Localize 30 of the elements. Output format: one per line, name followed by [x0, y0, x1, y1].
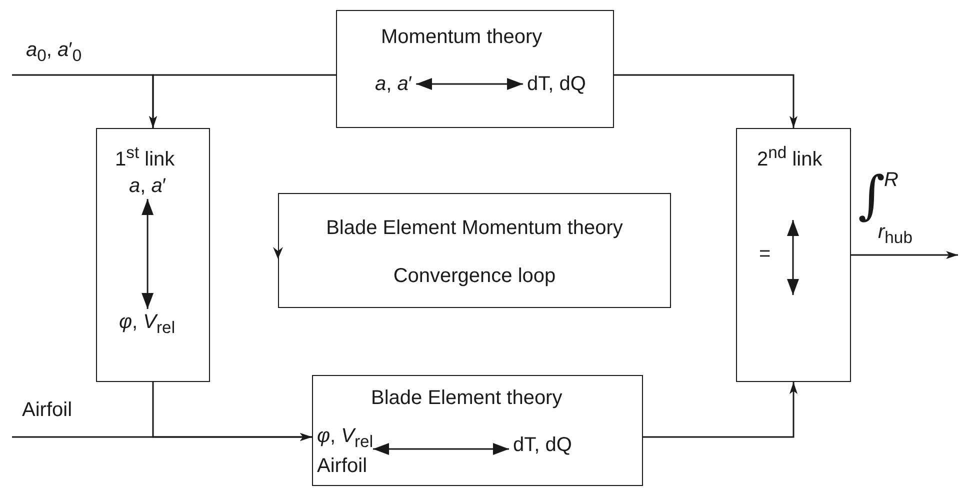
process-box	[336, 10, 614, 128]
box-text: =	[759, 242, 771, 266]
double-arrow	[142, 199, 154, 309]
box-title: Blade Element theory	[371, 386, 562, 410]
process-box	[96, 128, 210, 382]
integral-limit: r$_{hub}$	[878, 222, 912, 247]
double-arrow	[373, 443, 509, 455]
box-title: 1$^{st}$ link	[115, 142, 175, 172]
math-label: φ, V$_{rel}$	[317, 424, 374, 453]
box-title: Momentum theory	[381, 25, 542, 49]
arrow	[643, 382, 798, 438]
math-label: Airfoil	[317, 454, 368, 478]
process-box	[278, 193, 671, 308]
math-label: dT, dQ	[523, 71, 590, 97]
math-label: φ, V$_{rel}$	[115, 309, 180, 341]
arrow	[149, 74, 336, 128]
math-label: a, a′	[371, 71, 416, 97]
arrow	[614, 74, 798, 128]
double-arrow	[416, 78, 523, 90]
math-label: dT, dQ	[509, 432, 576, 458]
box-title: 2$^{nd}$ link	[757, 142, 822, 172]
integral-sign: ∫	[858, 170, 886, 222]
math-label: a, a′	[125, 173, 170, 199]
process-box	[312, 375, 643, 486]
integral-limit: R	[884, 170, 898, 190]
box-text: Convergence loop	[392, 264, 557, 288]
arrow	[12, 433, 312, 441]
arrow	[851, 251, 958, 259]
process-box	[736, 128, 851, 382]
box-title: Blade Element Momentum theory	[325, 216, 624, 240]
